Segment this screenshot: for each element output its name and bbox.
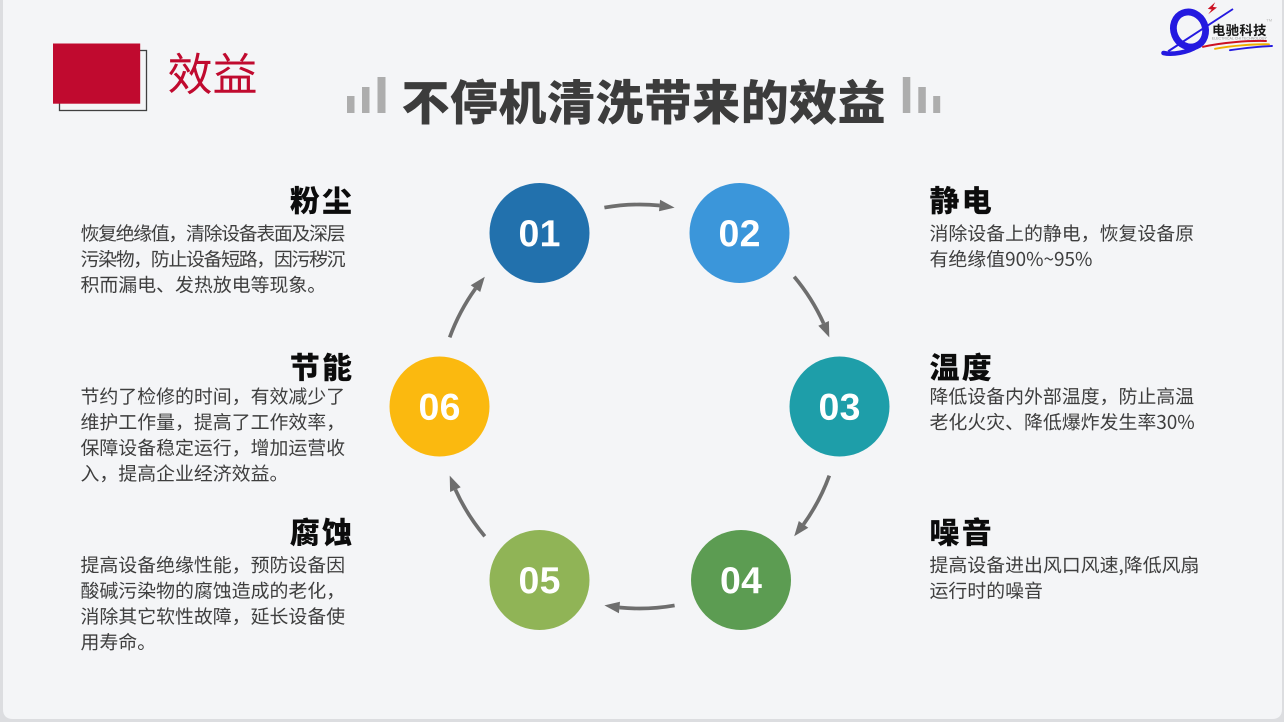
- svg-text:ELECTRICAL CHI TECHNOLOGY: ELECTRICAL CHI TECHNOLOGY: [1212, 36, 1268, 40]
- svg-text:TM: TM: [1266, 18, 1272, 23]
